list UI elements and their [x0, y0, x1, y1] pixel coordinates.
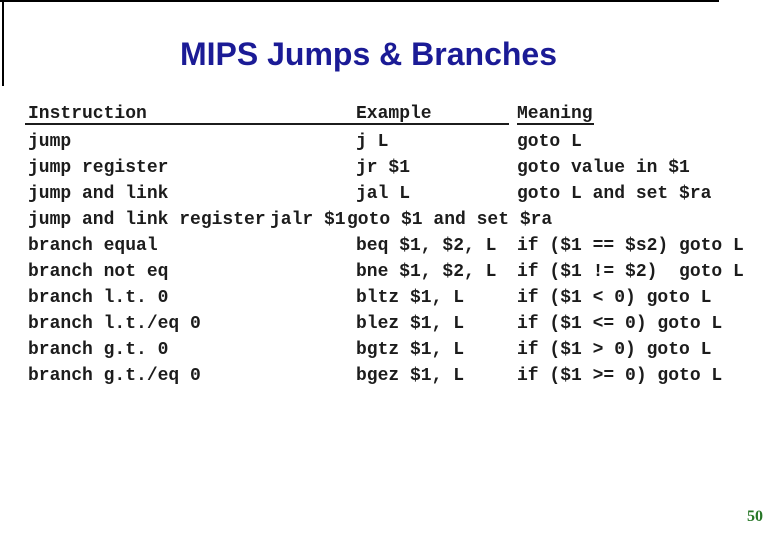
cell-instruction: jump register [28, 158, 169, 178]
frame-top-border [0, 0, 719, 2]
header-underline-left [25, 123, 509, 125]
cell-instruction: branch g.t. 0 [28, 340, 169, 360]
cell-meaning: if ($1 < 0) goto L [517, 288, 712, 308]
cell-instruction: jump and link register [28, 210, 266, 230]
cell-meaning: if ($1 > 0) goto L [517, 340, 712, 360]
cell-example: jal L [356, 184, 411, 204]
cell-instruction: branch equal [28, 236, 158, 256]
cell-example: bne $1, $2, L [356, 262, 497, 282]
table-row: branch l.t. 0 bltz $1, L if ($1 < 0) got… [0, 287, 780, 313]
cell-meaning: if ($1 >= 0) goto L [517, 366, 723, 386]
cell-meaning: if ($1 != $2) goto L [517, 262, 744, 282]
cell-example: bgtz $1, L [356, 340, 465, 360]
cell-instruction: branch l.t. 0 [28, 288, 169, 308]
cell-meaning: goto value in $1 [517, 158, 690, 178]
cell-example: bgez $1, L [356, 366, 465, 386]
cell-example: j L [356, 132, 389, 152]
cell-example: beq $1, $2, L [356, 236, 497, 256]
cell-instruction: jump [28, 132, 72, 152]
header-underline-right [517, 123, 594, 125]
cell-instruction: branch l.t./eq 0 [28, 314, 201, 334]
cell-example: jalr $1 [270, 210, 346, 230]
table-row: jump register jr $1 goto value in $1 [0, 157, 780, 183]
table-body: jump j L goto L jump register jr $1 goto… [0, 131, 780, 391]
slide-title: MIPS Jumps & Branches [180, 36, 557, 72]
column-header-meaning: Meaning [517, 104, 593, 124]
cell-meaning: goto L [517, 132, 582, 152]
cell-instruction: branch g.t./eq 0 [28, 366, 201, 386]
cell-meaning: goto $1 and set $ra [347, 210, 553, 230]
cell-instruction: branch not eq [28, 262, 169, 282]
cell-example: jr $1 [356, 158, 411, 178]
column-header-example: Example [356, 104, 432, 124]
cell-instruction: jump and link [28, 184, 169, 204]
cell-example: blez $1, L [356, 314, 465, 334]
cell-meaning: goto L and set $ra [517, 184, 712, 204]
cell-meaning: if ($1 == $s2) goto L [517, 236, 744, 256]
table-row: jump j L goto L [0, 131, 780, 157]
cell-example: bltz $1, L [356, 288, 465, 308]
column-header-instruction: Instruction [28, 104, 147, 124]
table-row: branch not eq bne $1, $2, L if ($1 != $2… [0, 261, 780, 287]
table-row: branch equal beq $1, $2, L if ($1 == $s2… [0, 235, 780, 261]
table-row: branch g.t. 0 bgtz $1, L if ($1 > 0) got… [0, 339, 780, 365]
frame-left-border [2, 0, 4, 86]
table-row: branch l.t./eq 0 blez $1, L if ($1 <= 0)… [0, 313, 780, 339]
table-row: jump and link jal L goto L and set $ra [0, 183, 780, 209]
table-header-row: Instruction Example Meaning [0, 104, 780, 126]
table-row: jump and link register jalr $1 goto $1 a… [0, 209, 780, 235]
page-number: 50 [747, 508, 763, 525]
table-row: branch g.t./eq 0 bgez $1, L if ($1 >= 0)… [0, 365, 780, 391]
cell-meaning: if ($1 <= 0) goto L [517, 314, 723, 334]
